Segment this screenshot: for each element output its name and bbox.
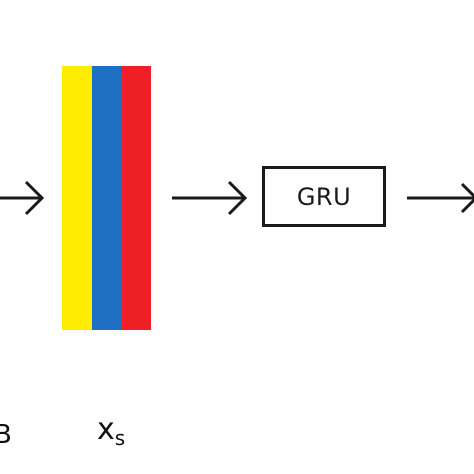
- left-partial-label: B: [0, 420, 12, 450]
- yellow-layer: [62, 66, 92, 330]
- xs-label-sub: s: [114, 426, 126, 450]
- xs-label: xs: [97, 412, 125, 450]
- gru-block: GRU: [262, 166, 386, 227]
- red-layer: [121, 66, 151, 330]
- blue-layer: [92, 66, 122, 330]
- gru-label: GRU: [296, 182, 352, 211]
- xs-label-main: x: [97, 412, 115, 447]
